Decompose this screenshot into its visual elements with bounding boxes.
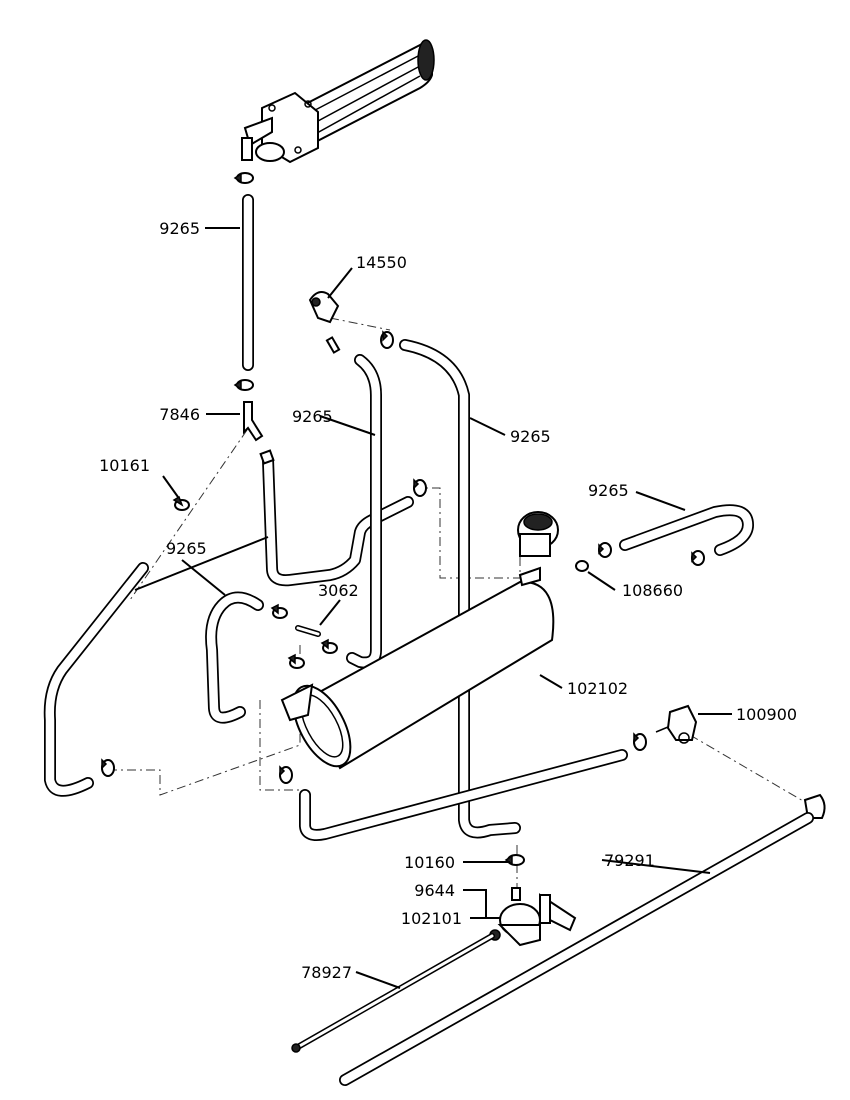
- clamp-icon: [270, 603, 288, 619]
- clamp-icon: [504, 854, 525, 866]
- elbow-79291: [803, 793, 826, 819]
- rod-78927: [291, 933, 495, 1053]
- y-fitting-7846: [243, 401, 275, 465]
- tube-79291: [339, 812, 814, 1086]
- clamp-icon: [380, 330, 394, 349]
- clamps: [101, 172, 705, 866]
- hose-left-u: [205, 591, 264, 724]
- hose-tall-s: [346, 354, 382, 669]
- callout-9644: 9644: [414, 881, 455, 900]
- callout-9265-mid: 9265: [292, 407, 333, 426]
- clamp-icon: [691, 550, 705, 566]
- callout-78927: 78927: [301, 963, 352, 982]
- hose-long: [399, 339, 521, 839]
- clamp-icon: [233, 172, 254, 184]
- callout-102102: 102102: [567, 679, 628, 698]
- valve-100900: [655, 704, 698, 744]
- clamp-icon: [633, 732, 647, 751]
- callout-14550: 14550: [356, 253, 407, 272]
- connector-3062: [295, 625, 321, 637]
- callout-108660: 108660: [622, 581, 683, 600]
- plug-108660: [575, 560, 589, 572]
- callout-7846: 7846: [159, 405, 200, 424]
- hose-mid-curved: [262, 454, 414, 587]
- clamp-icon: [279, 765, 293, 784]
- clamp-icon: [172, 495, 190, 511]
- canister-tank: [280, 566, 555, 770]
- assembly-guide-lines: [108, 317, 811, 895]
- callout-9265-long: 9265: [510, 427, 551, 446]
- hose-left-long: [43, 562, 149, 797]
- callout-3062: 3062: [318, 581, 359, 600]
- callout-10160: 10160: [404, 853, 455, 872]
- callout-9265-right: 9265: [588, 481, 629, 500]
- clamp-icon: [233, 379, 254, 391]
- clamp-icon: [413, 478, 427, 497]
- clamp-icon: [320, 638, 338, 654]
- callout-9265-top: 9265: [159, 219, 200, 238]
- filter-cap: [517, 511, 559, 557]
- callout-100900: 100900: [736, 705, 797, 724]
- callout-102101: 102101: [401, 909, 462, 928]
- callout-9265-left: 9265: [166, 539, 207, 558]
- callout-labels: 9265 14550 7846 9265 9265 10161 9265 926…: [99, 219, 797, 982]
- callout-10161: 10161: [99, 456, 150, 475]
- top-manifold: [241, 39, 435, 164]
- pump-9644: [489, 887, 577, 947]
- clamp-icon: [287, 653, 305, 669]
- clamp-icon: [598, 542, 612, 558]
- hose-bottom: [299, 749, 628, 841]
- leader-lines: [134, 227, 732, 989]
- callout-79291: 79291: [604, 851, 655, 870]
- valve-14550: [308, 291, 341, 354]
- hose-right-u: [619, 504, 754, 556]
- clamp-icon: [101, 758, 115, 777]
